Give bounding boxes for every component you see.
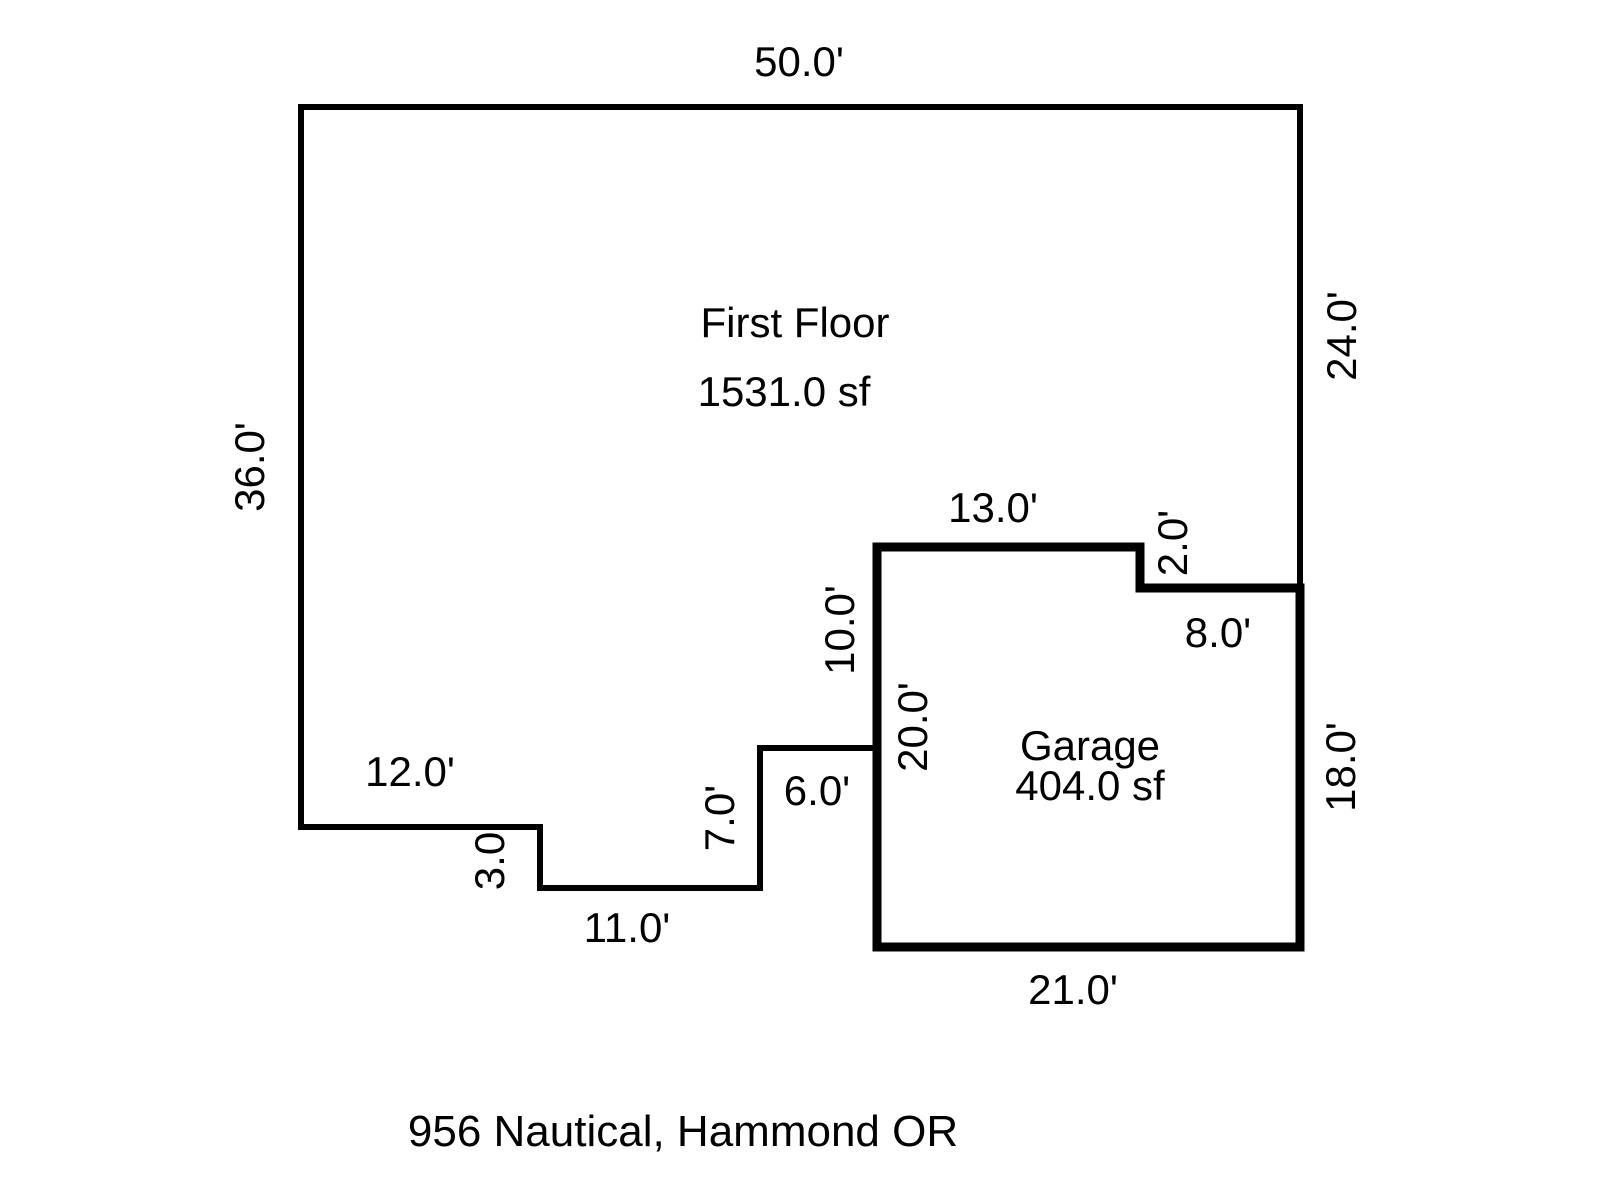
dimension-label: 12.0' [365, 748, 455, 795]
room-name-first-floor: First Floor [700, 299, 890, 346]
dimension-label: 3.0 [466, 831, 513, 891]
dimension-label: 24.0' [1318, 291, 1365, 381]
dimension-label: 10.0' [816, 585, 863, 675]
dimension-label: 11.0' [583, 904, 671, 951]
dimension-label: 13.0' [948, 484, 1038, 531]
dimension-label: 8.0' [1184, 609, 1252, 656]
room-area-garage: 404.0 sf [1015, 762, 1165, 809]
address-label: 956 Nautical, Hammond OR [407, 1107, 959, 1156]
dimension-label: 7.0' [696, 784, 743, 852]
dimension-label: 50.0' [754, 38, 844, 85]
dimension-label: 2.0' [1149, 509, 1196, 577]
dimension-label: 20.0' [889, 682, 936, 772]
garage-outline [872, 542, 1305, 952]
dimension-label: 18.0' [1317, 722, 1364, 812]
room-area-first-floor: 1531.0 sf [697, 368, 871, 415]
dimension-label: 21.0' [1028, 966, 1118, 1013]
dimension-label: 6.0' [783, 767, 851, 814]
room-name-garage: Garage [1019, 722, 1161, 769]
dimension-label: 36.0' [226, 422, 273, 512]
